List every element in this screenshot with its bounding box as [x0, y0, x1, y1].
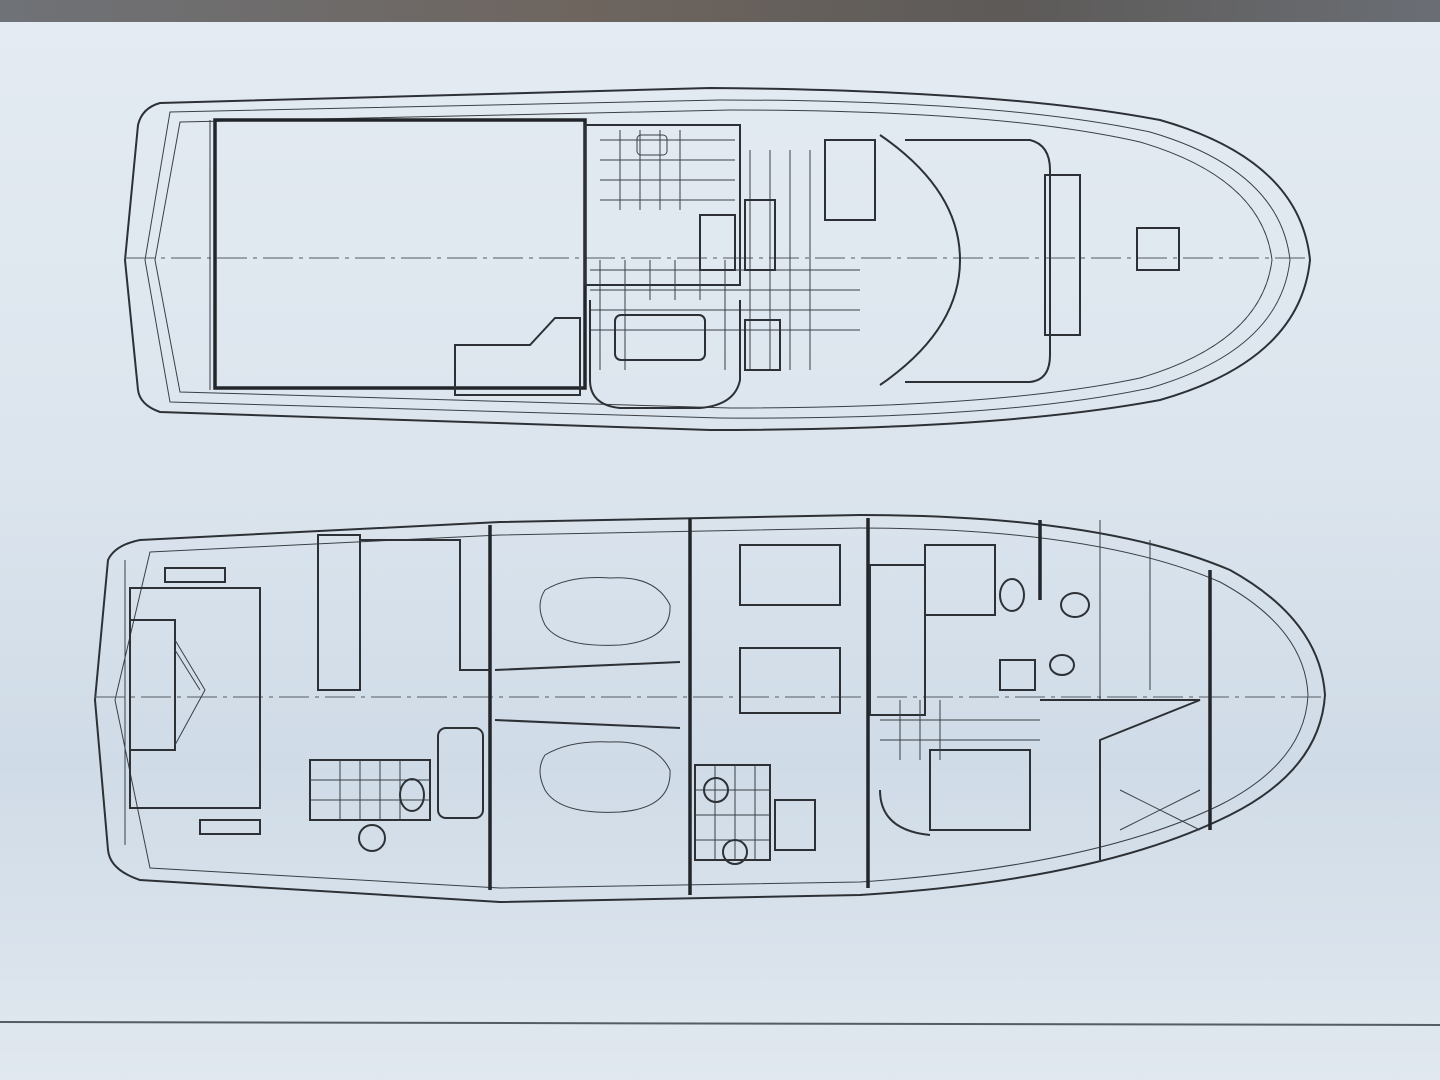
photo-background-edge: [0, 0, 1440, 26]
forward-cabin: [1040, 699, 1201, 860]
foredeck-seat: [1044, 174, 1081, 336]
lower-hull-outline: [93, 513, 1327, 904]
galley: [584, 124, 741, 286]
settee: [454, 317, 581, 396]
upper-hull-inner: [144, 99, 1291, 419]
guest-head: [694, 764, 771, 861]
lower-deck-plan: [93, 513, 1327, 904]
upper-deck-plan: [123, 86, 1312, 432]
guest-cabin-berth-2: [739, 647, 841, 714]
hatch: [1136, 227, 1180, 271]
helm-station: [824, 139, 876, 221]
crew-head: [924, 544, 996, 616]
windshield: [879, 134, 962, 386]
guest-cabin-berth-1: [739, 544, 841, 606]
guest-berth-port: [539, 741, 671, 813]
dinette: [589, 300, 741, 409]
galley-tiles: [590, 130, 860, 370]
guest-berth-starboard: [539, 577, 671, 646]
saloon: [213, 118, 587, 390]
engine-hatch: [929, 749, 1031, 831]
sheet-border-line: [0, 1021, 1440, 1026]
upper-hull-outline: [123, 86, 1312, 432]
paper-sheet: [0, 22, 1440, 1080]
bulkheads: [488, 518, 1212, 895]
